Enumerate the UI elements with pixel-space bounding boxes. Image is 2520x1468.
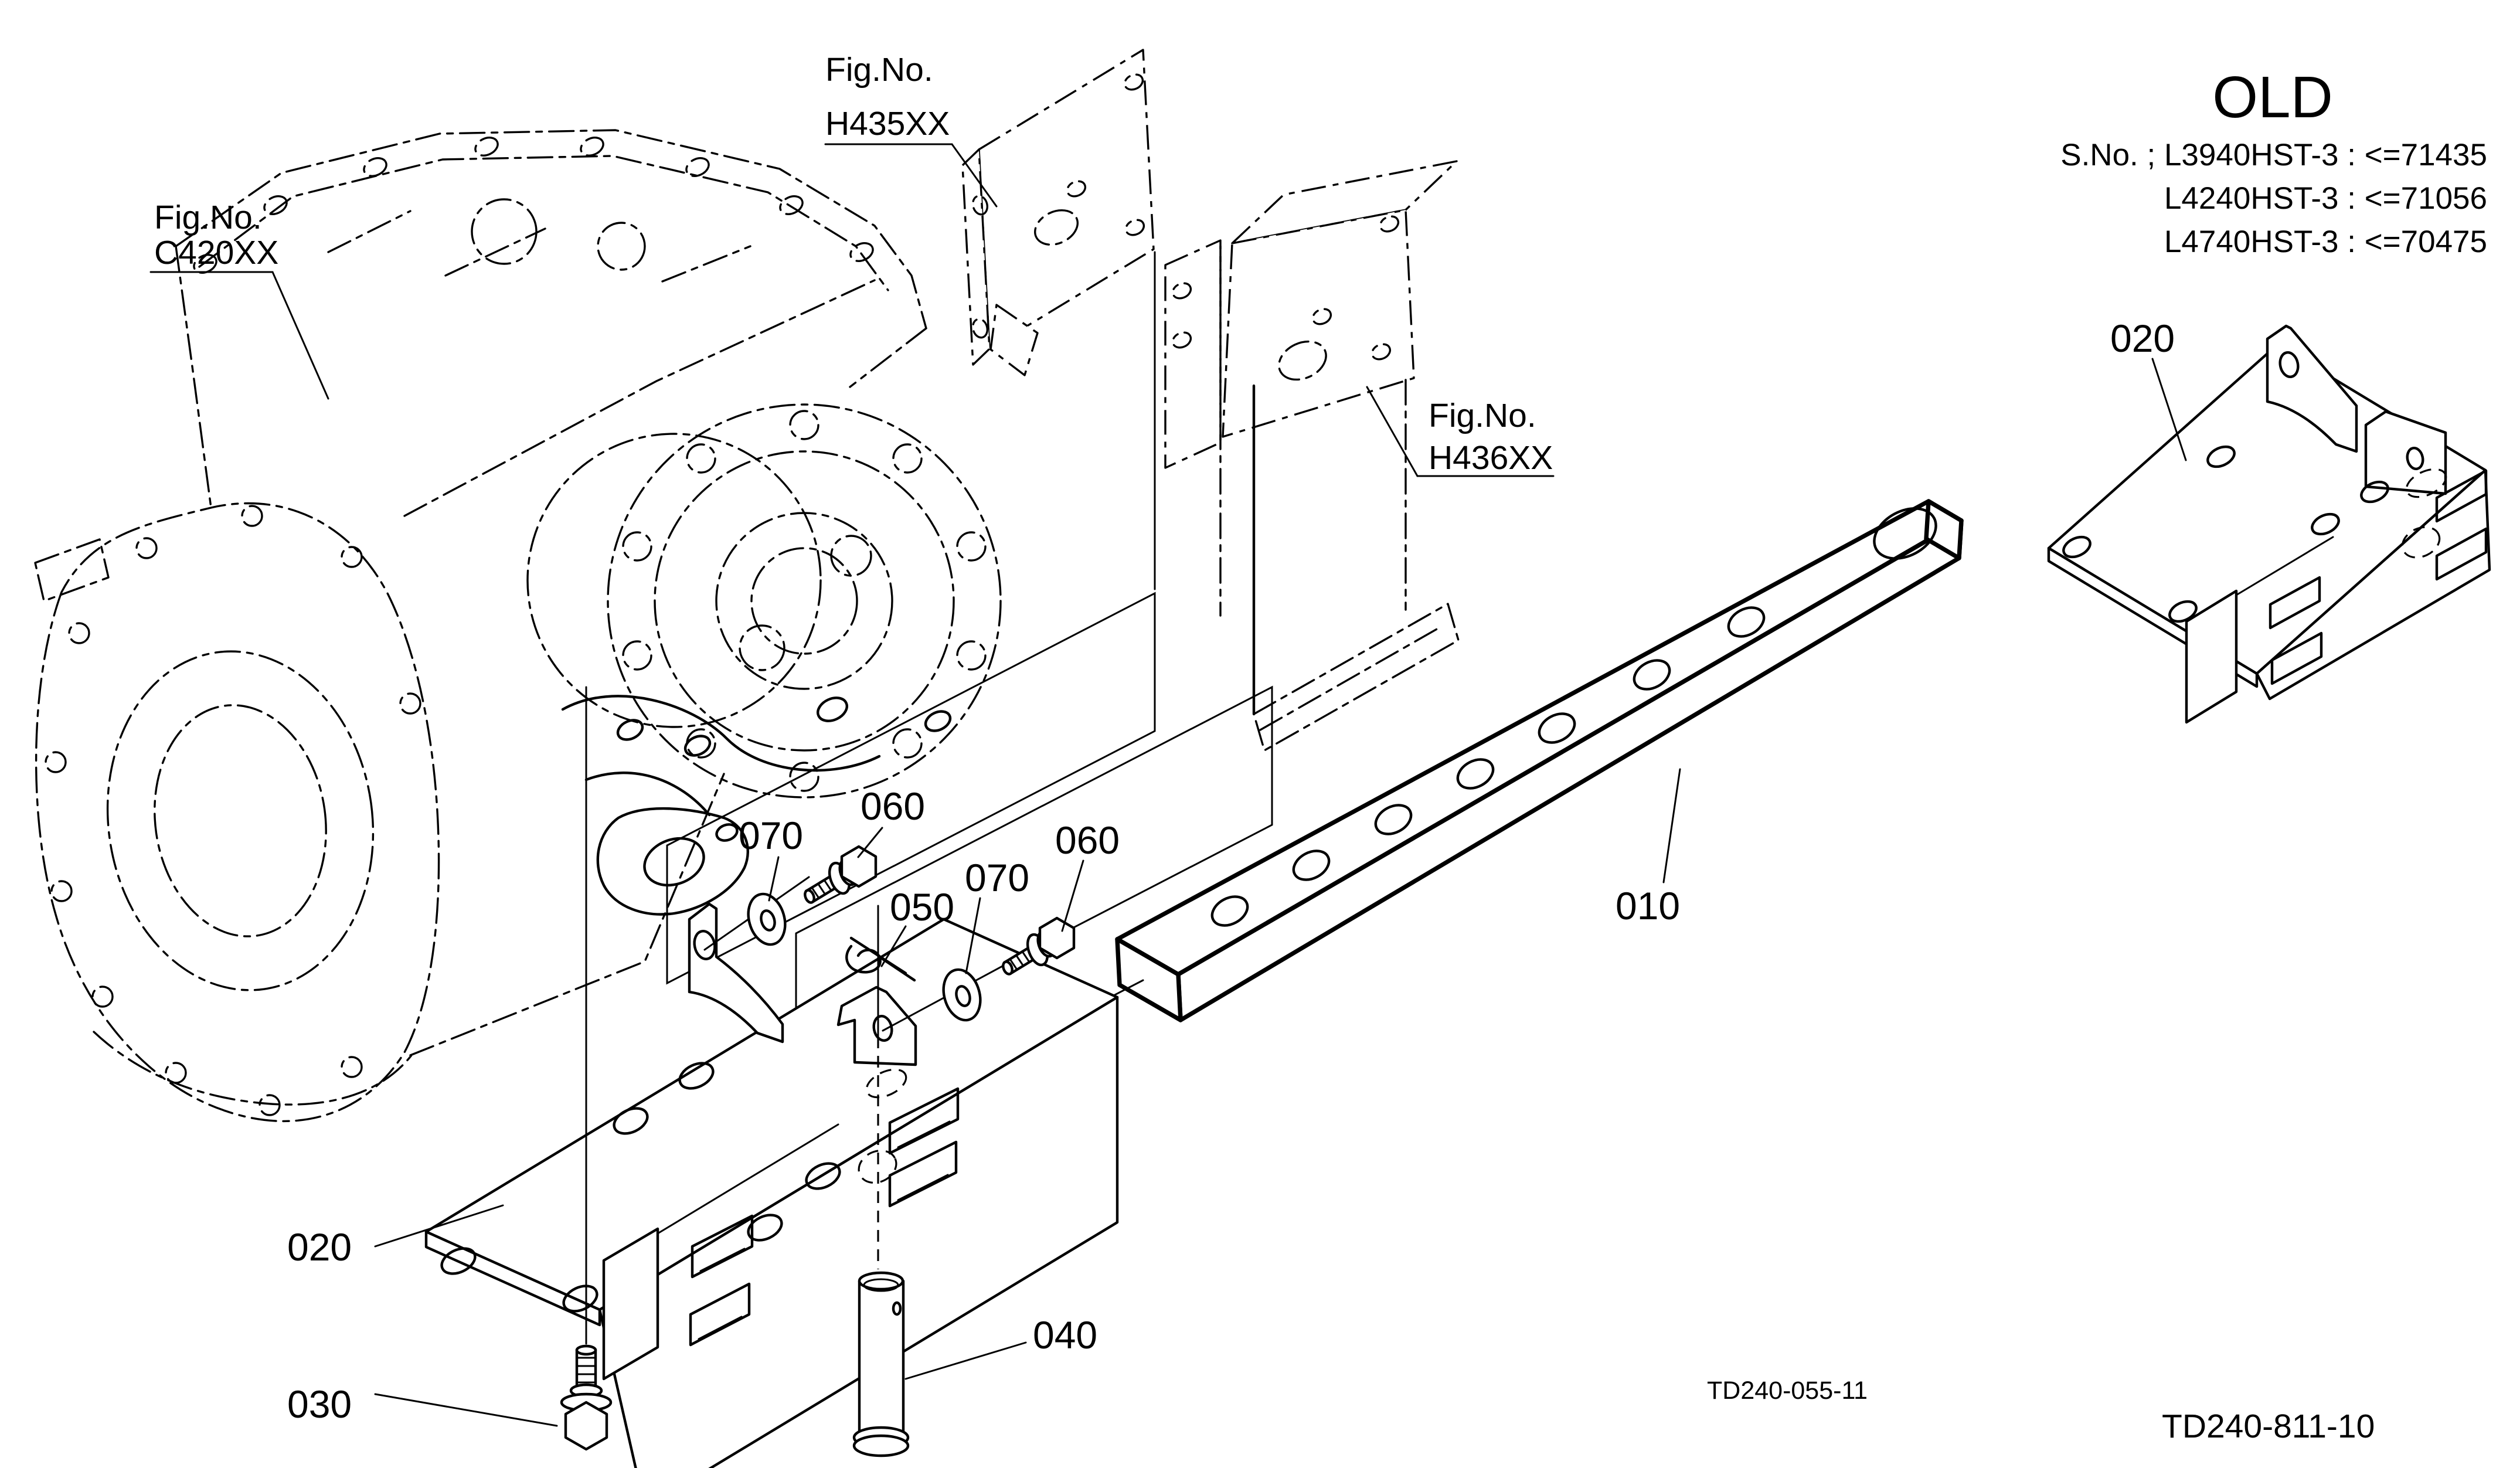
transmission-case-drawing: [34, 129, 1002, 1122]
part-label-060-right: 060: [1055, 818, 1120, 862]
fig-h436-code: H436XX: [1429, 439, 1553, 477]
bolt-060-left: [804, 845, 878, 904]
washer-070-right: [942, 968, 982, 1022]
serial-line-2: L4240HST-3 : <=71056: [2164, 181, 2487, 216]
leader-lines: [374, 358, 2187, 1427]
fig-c420-code: C420XX: [154, 234, 278, 271]
old-serial-note: OLD S.No. ; L3940HST-3 : <=71435 L4240HS…: [2060, 64, 2487, 259]
fig-h435-code: H435XX: [825, 105, 950, 142]
part-label-010: 010: [1616, 884, 1680, 927]
serial-line-3: L4740HST-3 : <=70475: [2164, 225, 2487, 259]
drawbar-frame-020-old: [2047, 324, 2491, 724]
doc-number-secondary: TD240-055-11: [1707, 1377, 1868, 1405]
drawbar-010: [1115, 499, 1964, 1022]
part-label-040: 040: [1033, 1313, 1097, 1357]
fig-ref-h436: Fig.No. H436XX: [1366, 386, 1555, 477]
drawbar-frame-020-new: [424, 902, 1119, 1468]
document-numbers: TD240-055-11 TD240-811-10: [1707, 1377, 2375, 1445]
part-label-020-new: 020: [287, 1225, 352, 1269]
doc-number-main: TD240-811-10: [2162, 1408, 2375, 1445]
washer-070-left: [747, 892, 787, 946]
fig-c420-prefix: Fig.No.: [154, 199, 262, 236]
part-labels: 010 020 020 030 040 050 060 060 070 070: [287, 317, 2175, 1426]
fig-h436-prefix: Fig.No.: [1429, 397, 1536, 434]
fig-ref-c420: Fig.No. C420XX: [149, 199, 329, 400]
part-label-060-left: 060: [861, 784, 925, 828]
old-title: OLD: [2212, 64, 2333, 130]
bolt-030: [560, 1344, 613, 1451]
part-label-070-right: 070: [965, 856, 1029, 899]
bracket-h435-drawing: [961, 49, 1155, 376]
fig-h435-prefix: Fig.No.: [825, 51, 933, 89]
pin-040: [852, 1271, 910, 1457]
fig-ref-h435: Fig.No. H435XX: [824, 51, 998, 208]
bracket-h436-drawing: [1164, 160, 1460, 752]
case-lower-casting: [561, 695, 952, 916]
part-label-020-old: 020: [2110, 317, 2175, 360]
part-label-050: 050: [890, 885, 954, 929]
part-label-030: 030: [287, 1382, 352, 1426]
bolt-060-right: [1002, 916, 1076, 976]
serial-line-1: S.No. ; L3940HST-3 : <=71435: [2060, 138, 2487, 172]
part-label-070-left: 070: [739, 814, 803, 857]
